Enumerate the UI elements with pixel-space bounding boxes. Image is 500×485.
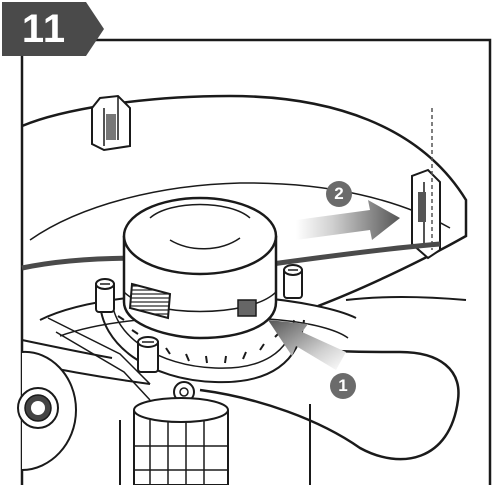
guard-wire [199, 344, 460, 461]
left-strut [47, 317, 151, 401]
callout-2: 2 [326, 181, 352, 207]
arrow-step-2 [296, 200, 400, 240]
cable-left [21, 255, 141, 271]
arrow-step-1 [268, 320, 346, 370]
housing-clip-right [411, 168, 441, 260]
screw-left [95, 278, 115, 313]
release-tab [237, 299, 257, 317]
side-knob [17, 350, 78, 471]
step-number: 11 [21, 6, 67, 51]
callout-1: 1 [330, 373, 356, 399]
housing-inner-rim [29, 182, 451, 241]
cable-right [271, 241, 441, 267]
screw-right [283, 264, 303, 299]
guard-wire-right [345, 296, 467, 301]
motor-vent [128, 282, 172, 320]
screw-bottom [173, 381, 195, 403]
step-badge [2, 2, 104, 56]
frame-border [20, 38, 492, 485]
screw-front [137, 336, 159, 373]
housing-clip-left [91, 94, 131, 152]
base-shaft [119, 397, 311, 485]
motor-cap [122, 196, 278, 340]
